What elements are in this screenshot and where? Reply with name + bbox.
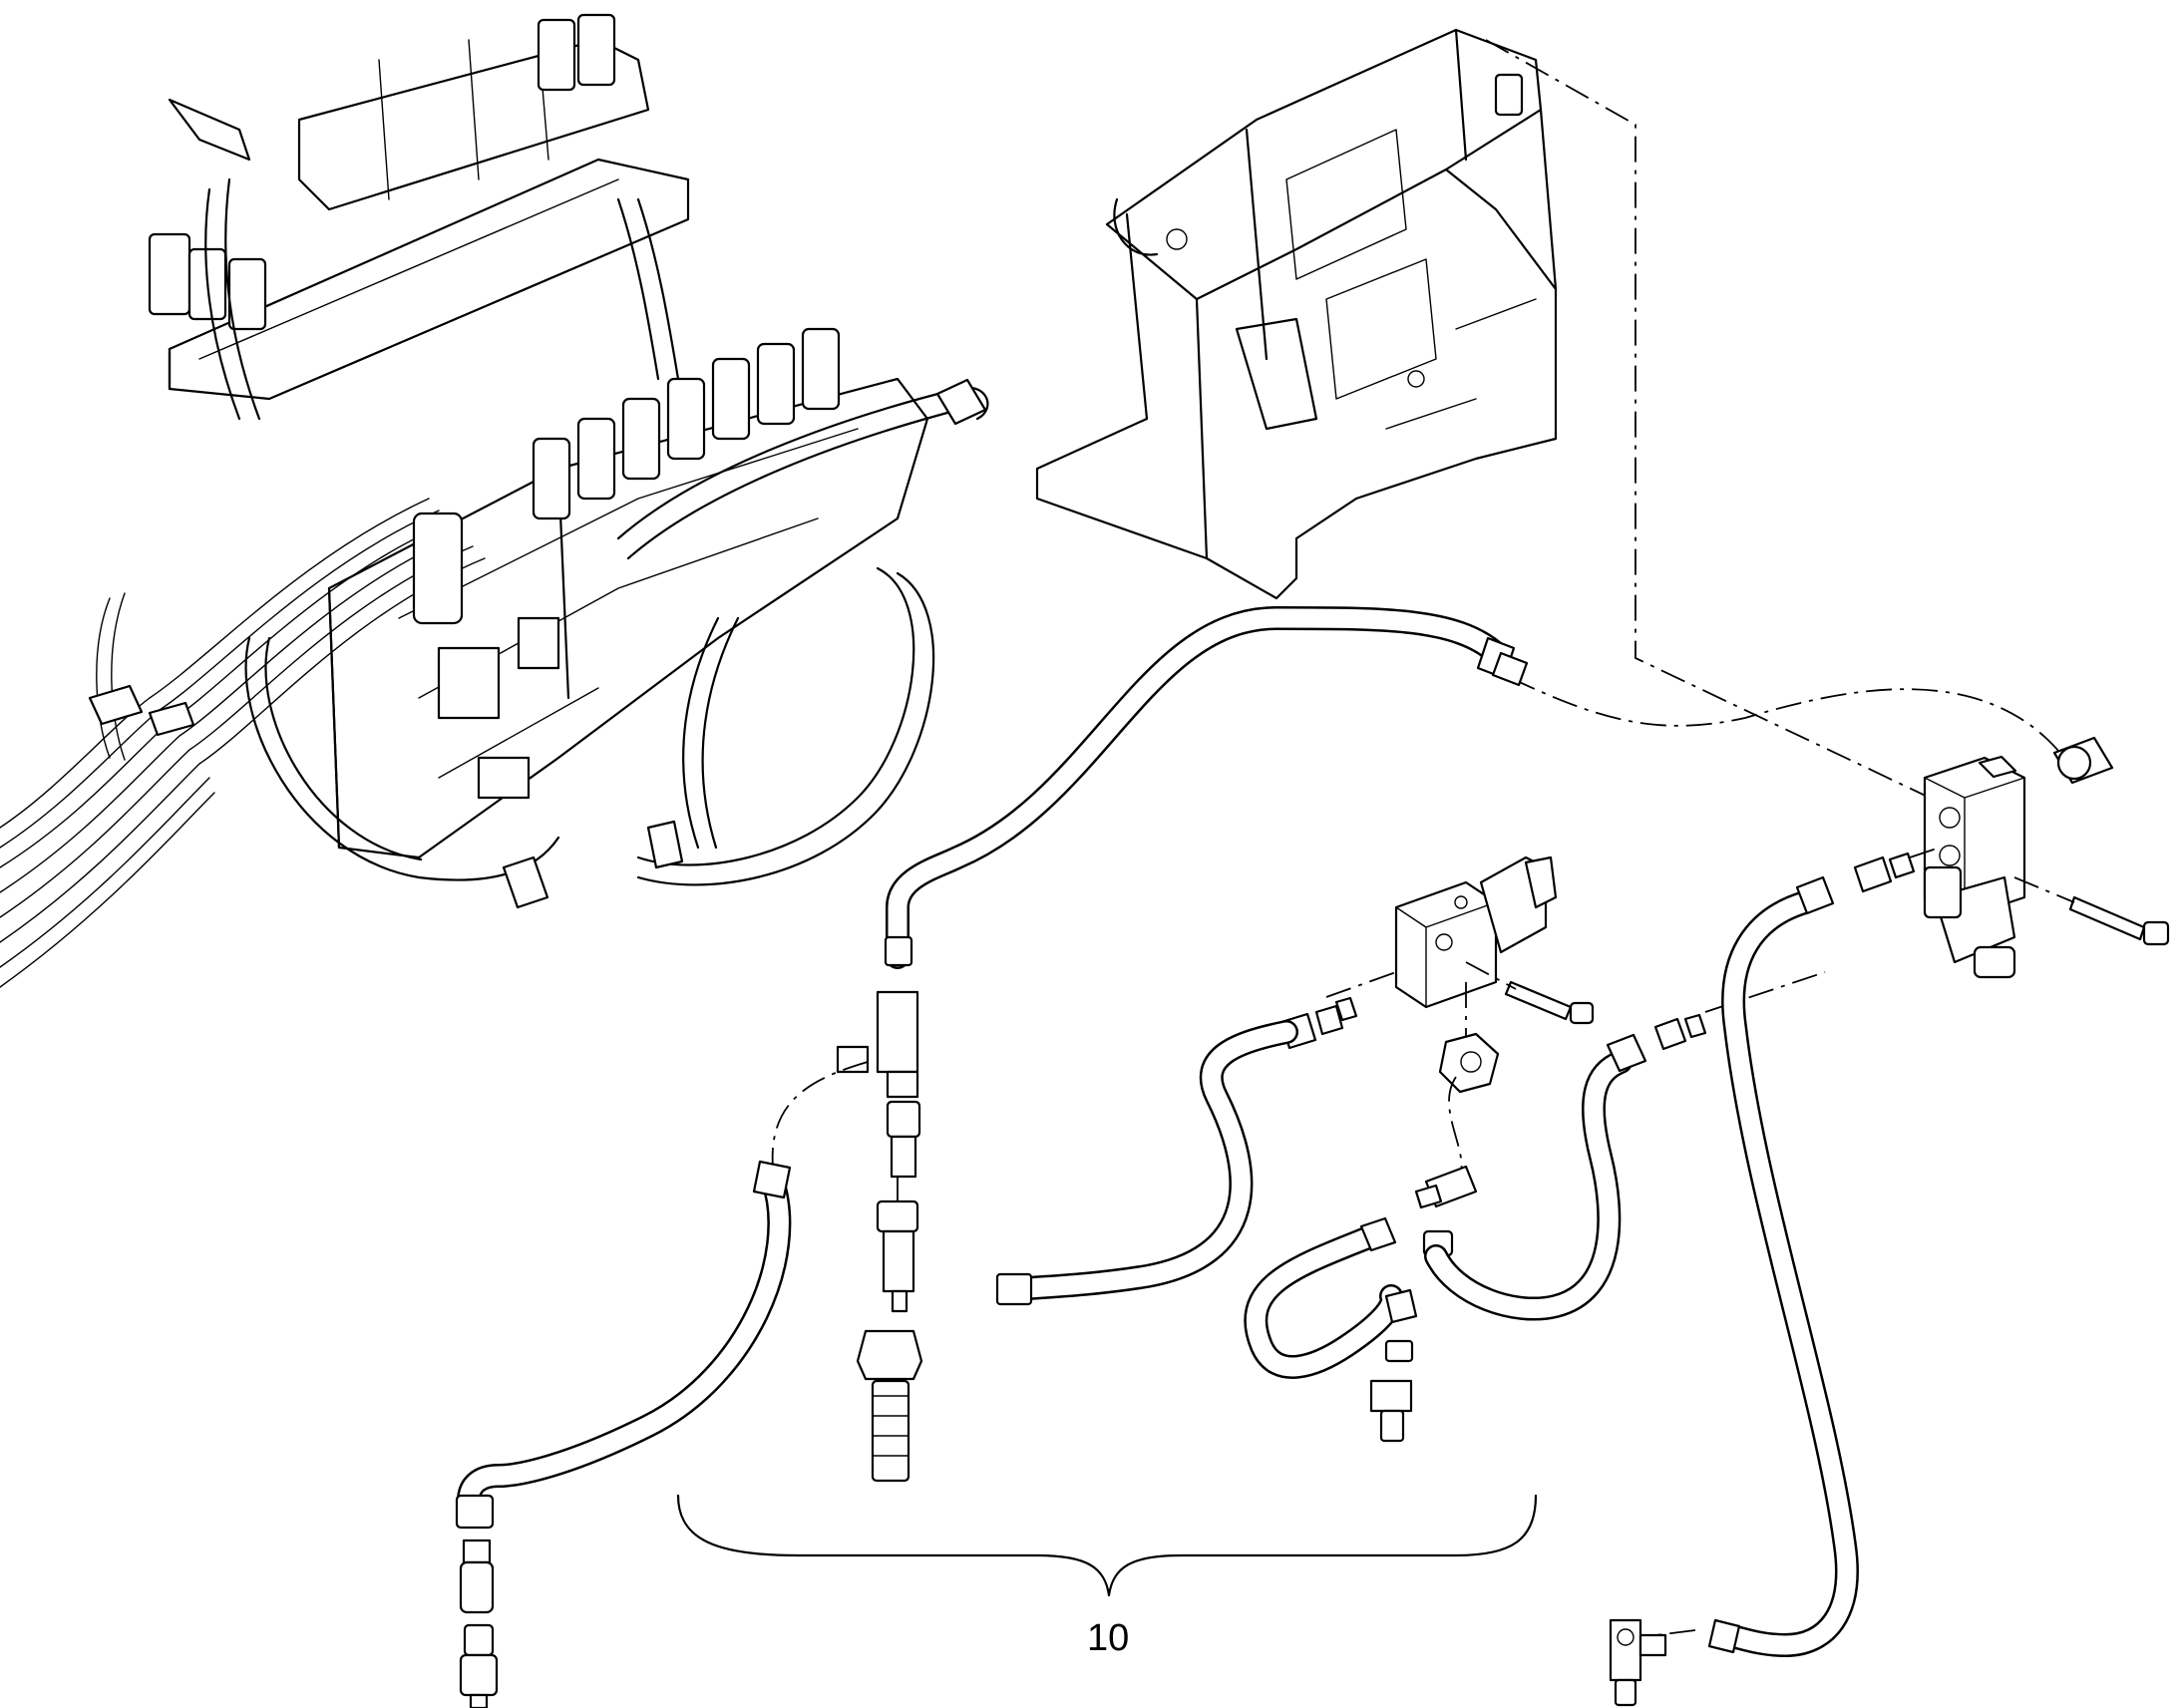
hose-small-loop	[1244, 1165, 1478, 1443]
wire-harness	[0, 498, 486, 988]
hose-right-middle	[1424, 971, 1826, 1321]
leader-line	[1485, 39, 1931, 799]
hose-upper	[884, 606, 1529, 969]
tee-fitting-stack	[836, 990, 923, 1483]
valve-manifold	[1853, 736, 2170, 979]
hose-middle	[995, 1020, 1298, 1306]
upper-manifold-frame	[148, 13, 690, 421]
valve-bank-assembly	[0, 13, 989, 988]
leader-line	[1510, 677, 2065, 759]
solenoid-valve-block	[1325, 855, 1595, 1094]
solenoid-cartridges	[412, 327, 841, 625]
mounting-bracket	[1035, 28, 1558, 600]
callout-brace	[676, 1494, 1538, 1597]
hose-long-right	[1609, 875, 1859, 1707]
callout-label-10: 10	[1087, 1617, 1129, 1659]
hose-lower-left	[455, 1160, 792, 1708]
